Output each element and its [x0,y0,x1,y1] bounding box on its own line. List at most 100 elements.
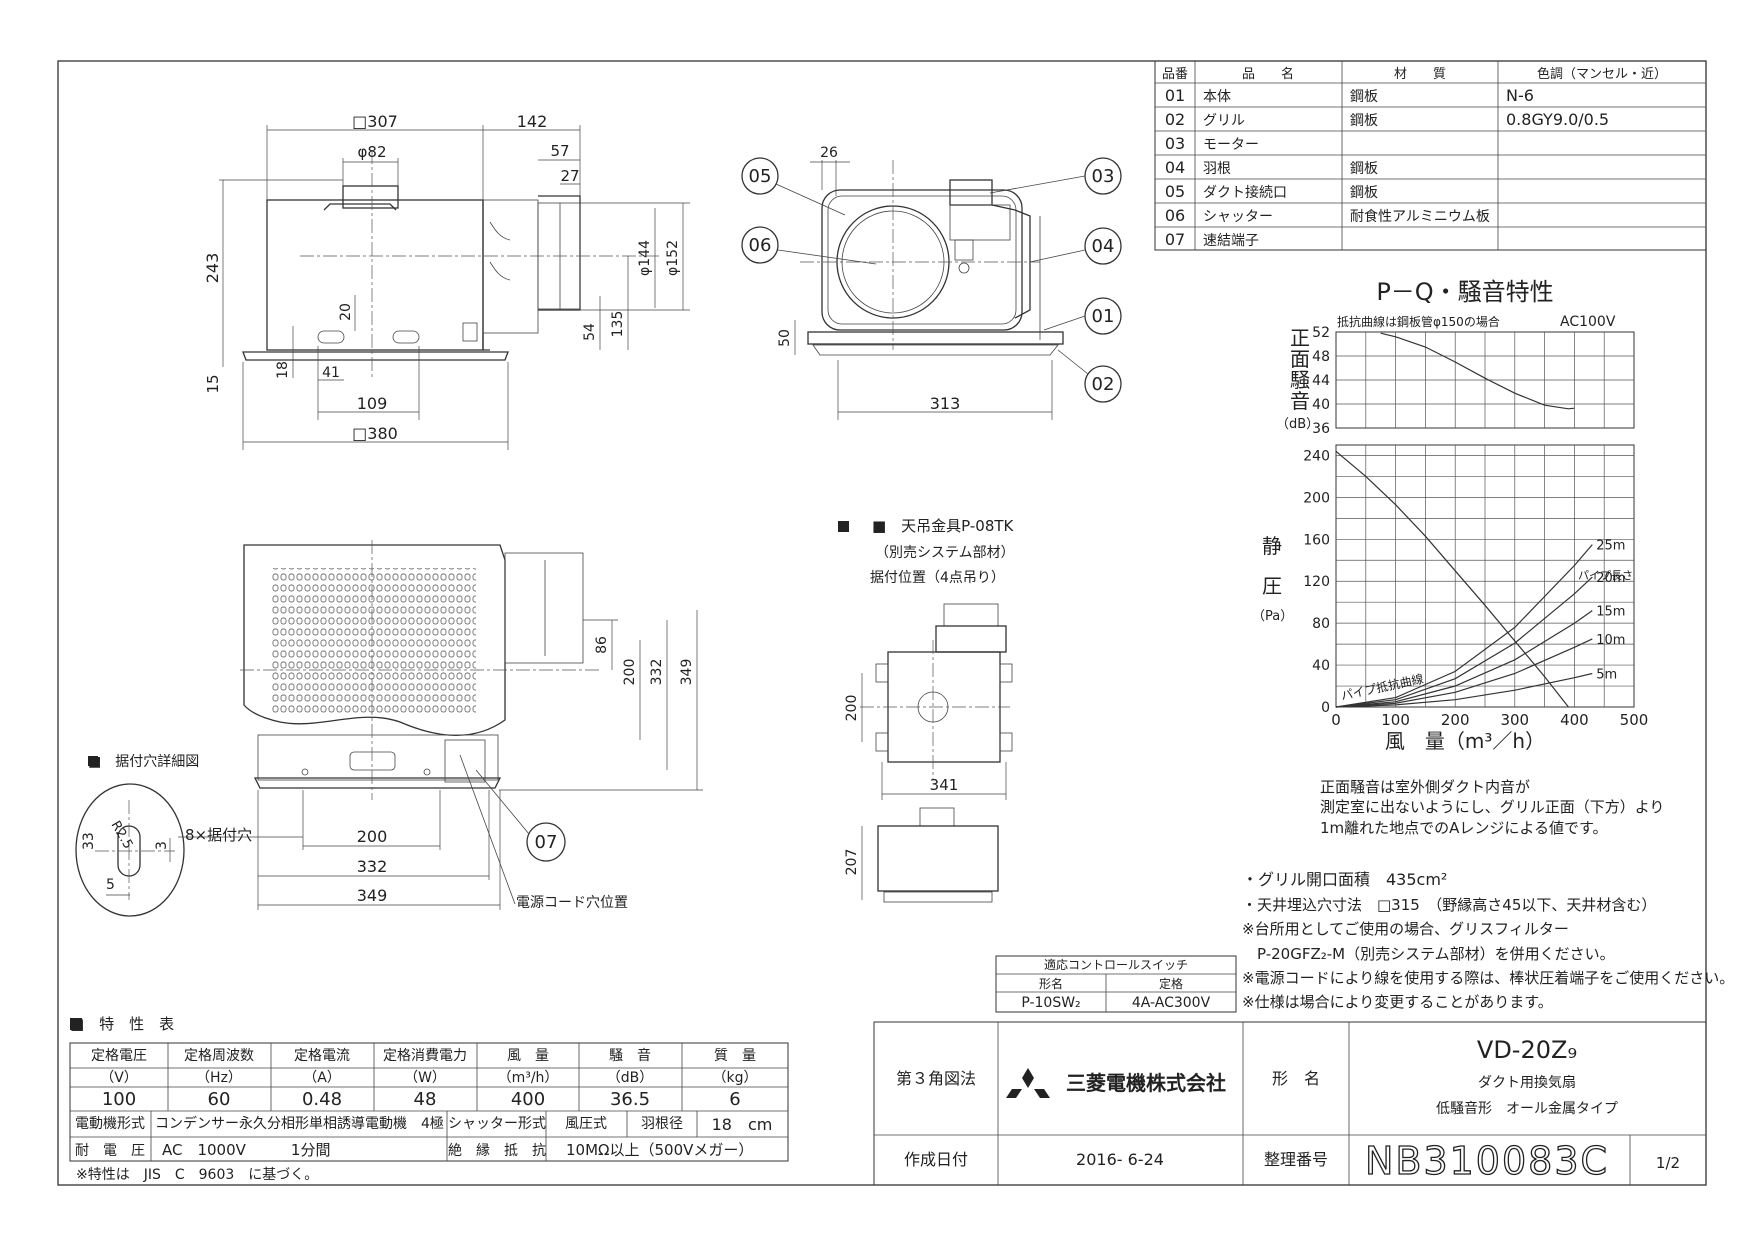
dim-18: 18 [275,361,291,379]
part-material: 鋼板 [1350,113,1378,129]
dim-r25: R2.5 [108,819,136,852]
note-4: P-20GFZ₂-M（別売システム部材）を併用ください。 [1242,945,1615,963]
holes-label: 8×据付穴 [185,826,252,844]
part-no: 02 [1165,110,1185,129]
callout-01-label: 01 [1092,306,1115,327]
resistance-curve-20m [1335,576,1593,708]
spec-header: 騒 音 [609,1047,651,1064]
part-no: 05 [1165,182,1185,201]
switch-model: P-10SW₂ [1021,995,1080,1011]
model-description-2: 低騒音形 オール金属タイプ [1436,1100,1618,1117]
noise-yunit: （dB） [1276,417,1319,432]
measurement-note: 正面騒音は室外側ダクト内音が 測定室に出ないようにし、グリル正面（下方）より 1… [1320,778,1664,837]
dim-57: 57 [550,142,569,160]
noise-curve [1380,332,1575,410]
resistance-label: 15m [1596,605,1625,620]
pq-xtick: 200 [1441,711,1470,729]
callout-03-label: 03 [1092,166,1115,187]
pq-ytick: 240 [1303,448,1330,464]
front-view: □307 142 φ82 57 27 243 15 20 18 41 109 □… [203,112,690,450]
document-number: NB310083C [1365,1139,1609,1183]
resistance-curve-5m [1335,672,1593,708]
resistance-curve-15m [1335,610,1593,708]
spec-header-unit: （A） [303,1070,341,1086]
creation-date: 2016- 6-24 [1076,1150,1164,1169]
pipe-resistance-label: パイプ抵抗曲線 [1340,671,1425,703]
pq-chart: P－Q・騒音特性 抵抗曲線は鋼板管φ150の場合 AC100V 正 面 騒 音 … [1252,278,1648,753]
part-name: グリル [1203,113,1245,129]
spec-shutter-value: 風圧式 [565,1116,607,1132]
switch-table: 適応コントロールスイッチ 形名 定格 P-10SW₂ 4A-AC300V [995,955,1237,1013]
dim-20: 20 [338,303,354,321]
part-name: シャッター [1203,209,1273,225]
dim-41: 41 [322,365,340,381]
noise-ytick: 36 [1312,421,1330,437]
spec-motor-value: コンデンサー永久分相形単相誘導電動機 4極 [155,1115,444,1132]
noise-ylabel-3: 騒 [1290,368,1310,392]
pressure-yunit: （Pa） [1252,609,1293,624]
spec-header: 定格電流 [294,1048,350,1064]
resistance-label: 25m [1596,539,1625,554]
parts-header-name: 品 名 [1242,66,1294,82]
spec-value: 6 [729,1089,740,1110]
spec-volt-label: 耐 電 圧 [75,1143,145,1159]
spec-header: 質 量 [714,1048,756,1064]
spec-header-unit: （Hz） [196,1070,242,1086]
noise-ytick: 52 [1312,325,1330,341]
note-1: ・グリル開口面積 435cm² [1242,870,1447,889]
spec-header-unit: （m³/h） [498,1070,559,1086]
spec-header-unit: （W） [404,1070,446,1086]
dim-200-v: 200 [622,659,638,686]
part-material: 鋼板 [1350,89,1378,105]
dim-243: 243 [203,253,222,284]
chart-noise-note: 抵抗曲線は鋼板管φ150の場合 [1337,314,1500,329]
parts-header-color: 色調（マンセル・近） [1537,66,1667,82]
dim-313: 313 [930,394,961,413]
chart-voltage: AC100V [1560,314,1616,330]
dim-3: 3 [154,841,170,850]
note-3: ※台所用としてご使用の場合、グリスフィルター [1242,920,1569,938]
spec-shutter-label: シャッター形式 [448,1116,546,1132]
dim-26: 26 [820,145,838,161]
pq-curve [1335,450,1569,708]
pressure-ylabel-2: 圧 [1262,574,1282,598]
dim-33: 33 [81,832,97,850]
noise-ylabel-1: 正 [1290,326,1310,350]
callout-05-label: 05 [749,166,772,187]
chart-title: P－Q・騒音特性 [1376,278,1553,306]
pq-ytick: 40 [1312,658,1330,674]
spec-table: ■ 特 性 表 定格電圧（V）100定格周波数（Hz）60定格電流（A）0.48… [69,1015,789,1183]
model-label: 形 名 [1272,1069,1320,1088]
title-block: 第３角図法 三菱電機株式会社 形 名 VD-20Z₉ ダクト用換気扇 低騒音形 … [873,1021,1707,1186]
part-name: 羽根 [1203,161,1231,177]
part-material: 鋼板 [1350,161,1378,177]
resistance-label: 5m [1596,667,1617,682]
hanger-view: ■ 天吊金具P-08TK （別売システム部材） 据付位置（4点吊り） 200 3… [838,517,1015,903]
part-material: 鋼板 [1350,185,1378,201]
callout-02-label: 02 [1092,374,1115,395]
spec-header-unit: （V） [100,1070,138,1086]
dim-50: 50 [777,329,793,347]
spec-volt-value: AC 1000V 1分間 [162,1141,330,1159]
pressure-ylabel-1: 静 [1262,534,1282,558]
pq-xtick: 300 [1500,711,1529,729]
dim-86: 86 [594,636,610,654]
resistance-curve-25m [1335,544,1593,708]
spec-value: 60 [208,1089,231,1110]
spec-value: 100 [102,1089,136,1110]
spec-insul-value: 10MΩ以上（500Vメガー） [566,1141,753,1159]
pq-ytick: 200 [1303,490,1330,506]
spec-value: 0.48 [302,1089,342,1110]
noise-ytick: 48 [1312,349,1330,365]
number-label: 整理番号 [1264,1150,1328,1169]
company-name: 三菱電機株式会社 [1066,1071,1226,1095]
resistance-label: 10m [1596,633,1625,648]
spec-header-unit: （kg） [713,1070,758,1086]
part-color: N-6 [1506,86,1534,105]
dim-332-v: 332 [649,659,665,686]
chart-xlabel: 風 量（m³／h） [1385,729,1545,753]
callout-04 [1084,227,1122,265]
switch-table-title: 適応コントロールスイッチ [1044,957,1188,972]
spec-insul-label: 絶 縁 抵 抗 [448,1143,546,1159]
pq-ytick: 80 [1312,616,1330,632]
